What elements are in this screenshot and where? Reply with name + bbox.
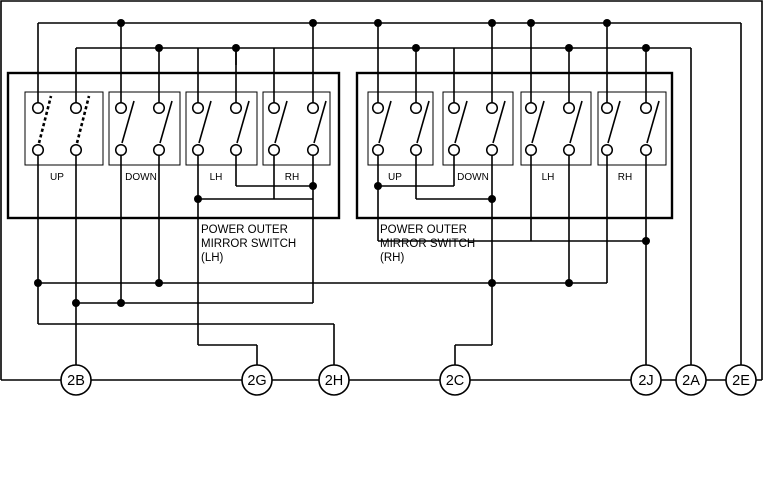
connector-2a: 2A [675, 364, 707, 396]
cell-box [520, 91, 592, 166]
connector-label: 2B [67, 373, 85, 389]
switch-title-lh: POWER OUTER MIRROR SWITCH (LH) [201, 224, 296, 264]
switch-blades [37, 95, 660, 144]
cell-box [262, 91, 331, 166]
switch-title-rh: POWER OUTER MIRROR SWITCH (RH) [380, 224, 475, 264]
connector-label: 2A [682, 373, 700, 389]
cell-box [185, 91, 258, 166]
connector-label: 2C [446, 373, 465, 389]
cells-lh [24, 91, 331, 166]
connector-label: 2J [638, 373, 653, 389]
wiring [37, 22, 742, 367]
cell-box [108, 91, 181, 166]
switch-title-line: MIRROR SWITCH [380, 238, 475, 250]
connector-2c: 2C [439, 364, 471, 396]
cell-label-up-lh: UP [50, 172, 64, 183]
outer-frame [0, 0, 763, 381]
cell-label-lh-lh: LH [210, 172, 223, 183]
switch-title-line: MIRROR SWITCH [201, 238, 296, 250]
connectors: 2B 2G 2H 2C 2J 2A 2E [60, 364, 757, 396]
connector-label: 2H [325, 373, 344, 389]
connector-2b: 2B [60, 364, 92, 396]
switch-title-line: POWER OUTER [201, 224, 288, 236]
switch-housing-lh [6, 71, 341, 220]
connector-2g: 2G [241, 364, 273, 396]
cell-label-down-lh: DOWN [125, 172, 157, 183]
switch-terminals [31, 101, 653, 157]
cell-label-up-rh: UP [388, 172, 402, 183]
cell-labels: UP DOWN LH RH UP DOWN LH RH [50, 172, 632, 183]
cell-box [24, 91, 104, 166]
switch-housing-rh [355, 71, 674, 220]
connector-2e: 2E [725, 364, 757, 396]
cell-label-lh-rh: LH [542, 172, 555, 183]
connector-label: 2G [247, 373, 266, 389]
cell-box [442, 91, 514, 166]
connector-2h: 2H [318, 364, 350, 396]
cell-label-down-rh: DOWN [457, 172, 489, 183]
connector-label: 2E [732, 373, 750, 389]
switch-title-line: (LH) [201, 252, 224, 264]
cells-rh [367, 91, 667, 166]
junction-dots [34, 19, 650, 307]
connector-2j: 2J [630, 364, 662, 396]
switch-title-line: POWER OUTER [380, 224, 467, 236]
cell-label-rh-lh: RH [285, 172, 299, 183]
switch-title-line: (RH) [380, 252, 404, 264]
cell-box [367, 91, 434, 166]
cell-label-rh-rh: RH [618, 172, 632, 183]
cell-box [597, 91, 667, 166]
